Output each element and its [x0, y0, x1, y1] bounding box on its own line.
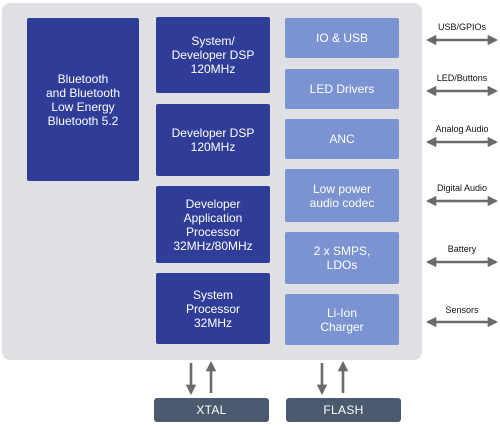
- flash-block: FLASH: [286, 398, 401, 422]
- smps-ldo-label: 2 x SMPS, LDOs: [313, 244, 371, 272]
- io-usb-label: IO & USB: [315, 31, 368, 45]
- signal-label-usb-gpios: USB/GPIOs: [437, 22, 486, 32]
- xtal-label: XTAL: [196, 403, 227, 417]
- signal-label-digital-audio: Digital Audio: [436, 183, 488, 193]
- li-ion-charger-block: Li-Ion Charger: [285, 294, 399, 345]
- led-drivers-label: LED Drivers: [309, 82, 375, 96]
- bluetooth-label: Bluetooth and Bluetooth Low Energy Bluet…: [45, 71, 121, 128]
- xtal-block: XTAL: [154, 398, 269, 422]
- io-usb-block: IO & USB: [285, 18, 399, 58]
- system-developer-dsp-block: System/ Developer DSP 120MHz: [156, 17, 270, 93]
- system-processor-block: System Processor 32MHz: [156, 273, 270, 344]
- flash-label: FLASH: [323, 403, 364, 417]
- smps-ldo-block: 2 x SMPS, LDOs: [285, 232, 399, 284]
- audio-codec-block: Low power audio codec: [285, 169, 399, 222]
- audio-codec-label: Low power audio codec: [309, 181, 375, 210]
- led-drivers-block: LED Drivers: [285, 69, 399, 109]
- developer-dsp-label: Developer DSP 120MHz: [171, 126, 255, 154]
- signal-label-sensors: Sensors: [445, 305, 479, 315]
- signal-label-battery: Battery: [447, 244, 477, 254]
- system-processor-label: System Processor 32MHz: [185, 287, 241, 330]
- developer-application-processor-block: Developer Application Processor 32MHz/80…: [156, 186, 270, 263]
- bluetooth-block: Bluetooth and Bluetooth Low Energy Bluet…: [27, 18, 139, 181]
- anc-block: ANC: [285, 119, 399, 159]
- developer-application-processor-label: Developer Application Processor 32MHz/80…: [173, 196, 253, 253]
- developer-dsp-block: Developer DSP 120MHz: [156, 104, 270, 176]
- anc-label: ANC: [329, 132, 355, 146]
- signal-label-led-buttons: LED/Buttons: [436, 73, 488, 83]
- li-ion-charger-label: Li-Ion Charger: [320, 305, 364, 334]
- system-developer-dsp-label: System/ Developer DSP 120MHz: [171, 34, 255, 76]
- signal-label-analog-audio: Analog Audio: [435, 124, 489, 134]
